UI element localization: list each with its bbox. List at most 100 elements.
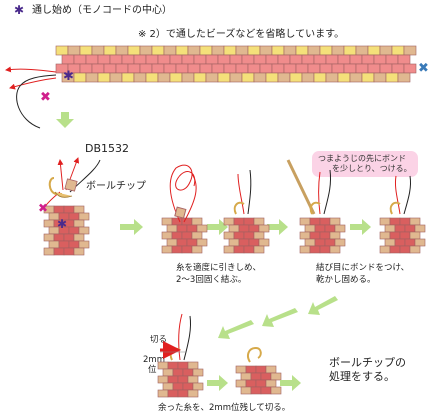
step5-caption: 余った糸を、2mm位残して切る。	[158, 403, 291, 413]
strip-bead	[235, 45, 249, 56]
strip-bead	[175, 45, 189, 56]
strip-bead	[169, 72, 183, 83]
strip-bead	[205, 54, 219, 65]
stack-bead	[157, 361, 169, 370]
strip-bead	[85, 72, 99, 83]
stack-bead	[223, 245, 235, 254]
stack-bead	[73, 233, 85, 242]
strip-bead	[295, 63, 309, 74]
stack-bead	[248, 238, 260, 247]
strip-bead	[379, 45, 393, 56]
stack-bead	[319, 231, 331, 240]
strip-bead	[85, 54, 99, 65]
stack-bead	[161, 217, 173, 226]
step3-caption-1: 結び目にボンドをつけ、	[316, 263, 410, 273]
size-label-2: 位	[148, 365, 157, 375]
strip-bead	[229, 54, 243, 65]
stack-bead	[409, 217, 421, 226]
stack-bead	[58, 240, 70, 249]
stack-bead	[235, 379, 247, 388]
strip-bead	[307, 63, 321, 74]
strip-bead	[205, 72, 219, 83]
strip-bead	[187, 63, 201, 74]
stack-bead	[186, 238, 198, 247]
strip-bead	[91, 63, 105, 74]
bead-stack-step3	[223, 217, 270, 254]
left-threads	[5, 66, 57, 129]
stack-bead	[255, 365, 267, 374]
step6-details	[160, 313, 191, 361]
bead-stack-step7	[235, 365, 282, 395]
strip-bead	[121, 54, 135, 65]
stack-bead	[157, 375, 169, 384]
strip-bead	[151, 63, 165, 74]
strip-bead	[181, 54, 195, 65]
arrow-diag-2	[262, 308, 298, 327]
strip-bead	[361, 72, 375, 83]
stack-bead	[196, 238, 208, 247]
stack-bead	[161, 231, 173, 240]
stack-bead	[409, 245, 421, 254]
stack-bead	[171, 245, 183, 254]
stack-bead	[68, 240, 80, 249]
strip-bead	[103, 63, 117, 74]
strip-bead	[391, 63, 405, 74]
stack-bead	[265, 365, 277, 374]
stack-bead	[314, 238, 326, 247]
arrow-diag-3	[218, 320, 254, 339]
strip-bead	[331, 63, 345, 74]
strip-bead	[181, 72, 195, 83]
stack-bead	[245, 365, 257, 374]
stack-bead	[73, 247, 85, 256]
stack-bead	[63, 233, 75, 242]
cut-label: 切る	[150, 335, 168, 345]
step1-details	[43, 157, 101, 209]
strip-bead	[157, 54, 171, 65]
strip-bead	[247, 45, 261, 56]
strip-bead	[325, 72, 339, 83]
stack-bead	[409, 231, 421, 240]
stack-bead	[191, 217, 203, 226]
thread-end-left-icon: ✖	[40, 90, 51, 105]
strip-bead	[379, 63, 393, 74]
stack-bead	[304, 224, 316, 233]
stack-bead	[389, 231, 401, 240]
stack-bead	[228, 224, 240, 233]
stack-bead	[181, 231, 193, 240]
stack-bead	[404, 238, 416, 247]
arrow-diag-1	[308, 296, 338, 315]
start-marker-icon: ✱	[14, 3, 25, 17]
stack-bead	[235, 365, 247, 374]
stack-bead	[319, 245, 331, 254]
stack-bead	[172, 382, 184, 391]
stack-bead	[73, 219, 85, 228]
stack-bead	[233, 245, 245, 254]
step4-details	[286, 159, 331, 215]
stack-bead	[379, 245, 391, 254]
strip-bead	[277, 54, 291, 65]
stack-bead	[253, 231, 265, 240]
strip-bead	[211, 45, 225, 56]
stack-bead	[384, 224, 396, 233]
stack-bead	[172, 368, 184, 377]
strip-bead	[151, 45, 165, 56]
bond-tip-bubble: つまようじの先にボンド を少しとり、つける。	[312, 151, 418, 177]
strip-bead	[349, 72, 363, 83]
stack-bead	[157, 389, 169, 398]
stack-bead	[191, 245, 203, 254]
strip-bead	[385, 72, 399, 83]
stack-bead	[329, 245, 341, 254]
strip-bead	[229, 72, 243, 83]
strip-bead	[139, 45, 153, 56]
stack-bead	[334, 238, 346, 247]
stack-bead	[43, 219, 55, 228]
down-arrow	[56, 112, 74, 128]
strip-bead	[313, 54, 327, 65]
stack-bead	[191, 231, 203, 240]
strip-bead	[259, 45, 273, 56]
strip-bead	[97, 72, 111, 83]
strip-bead	[187, 45, 201, 56]
stack-bead	[299, 217, 311, 226]
strip-bead	[103, 45, 117, 56]
